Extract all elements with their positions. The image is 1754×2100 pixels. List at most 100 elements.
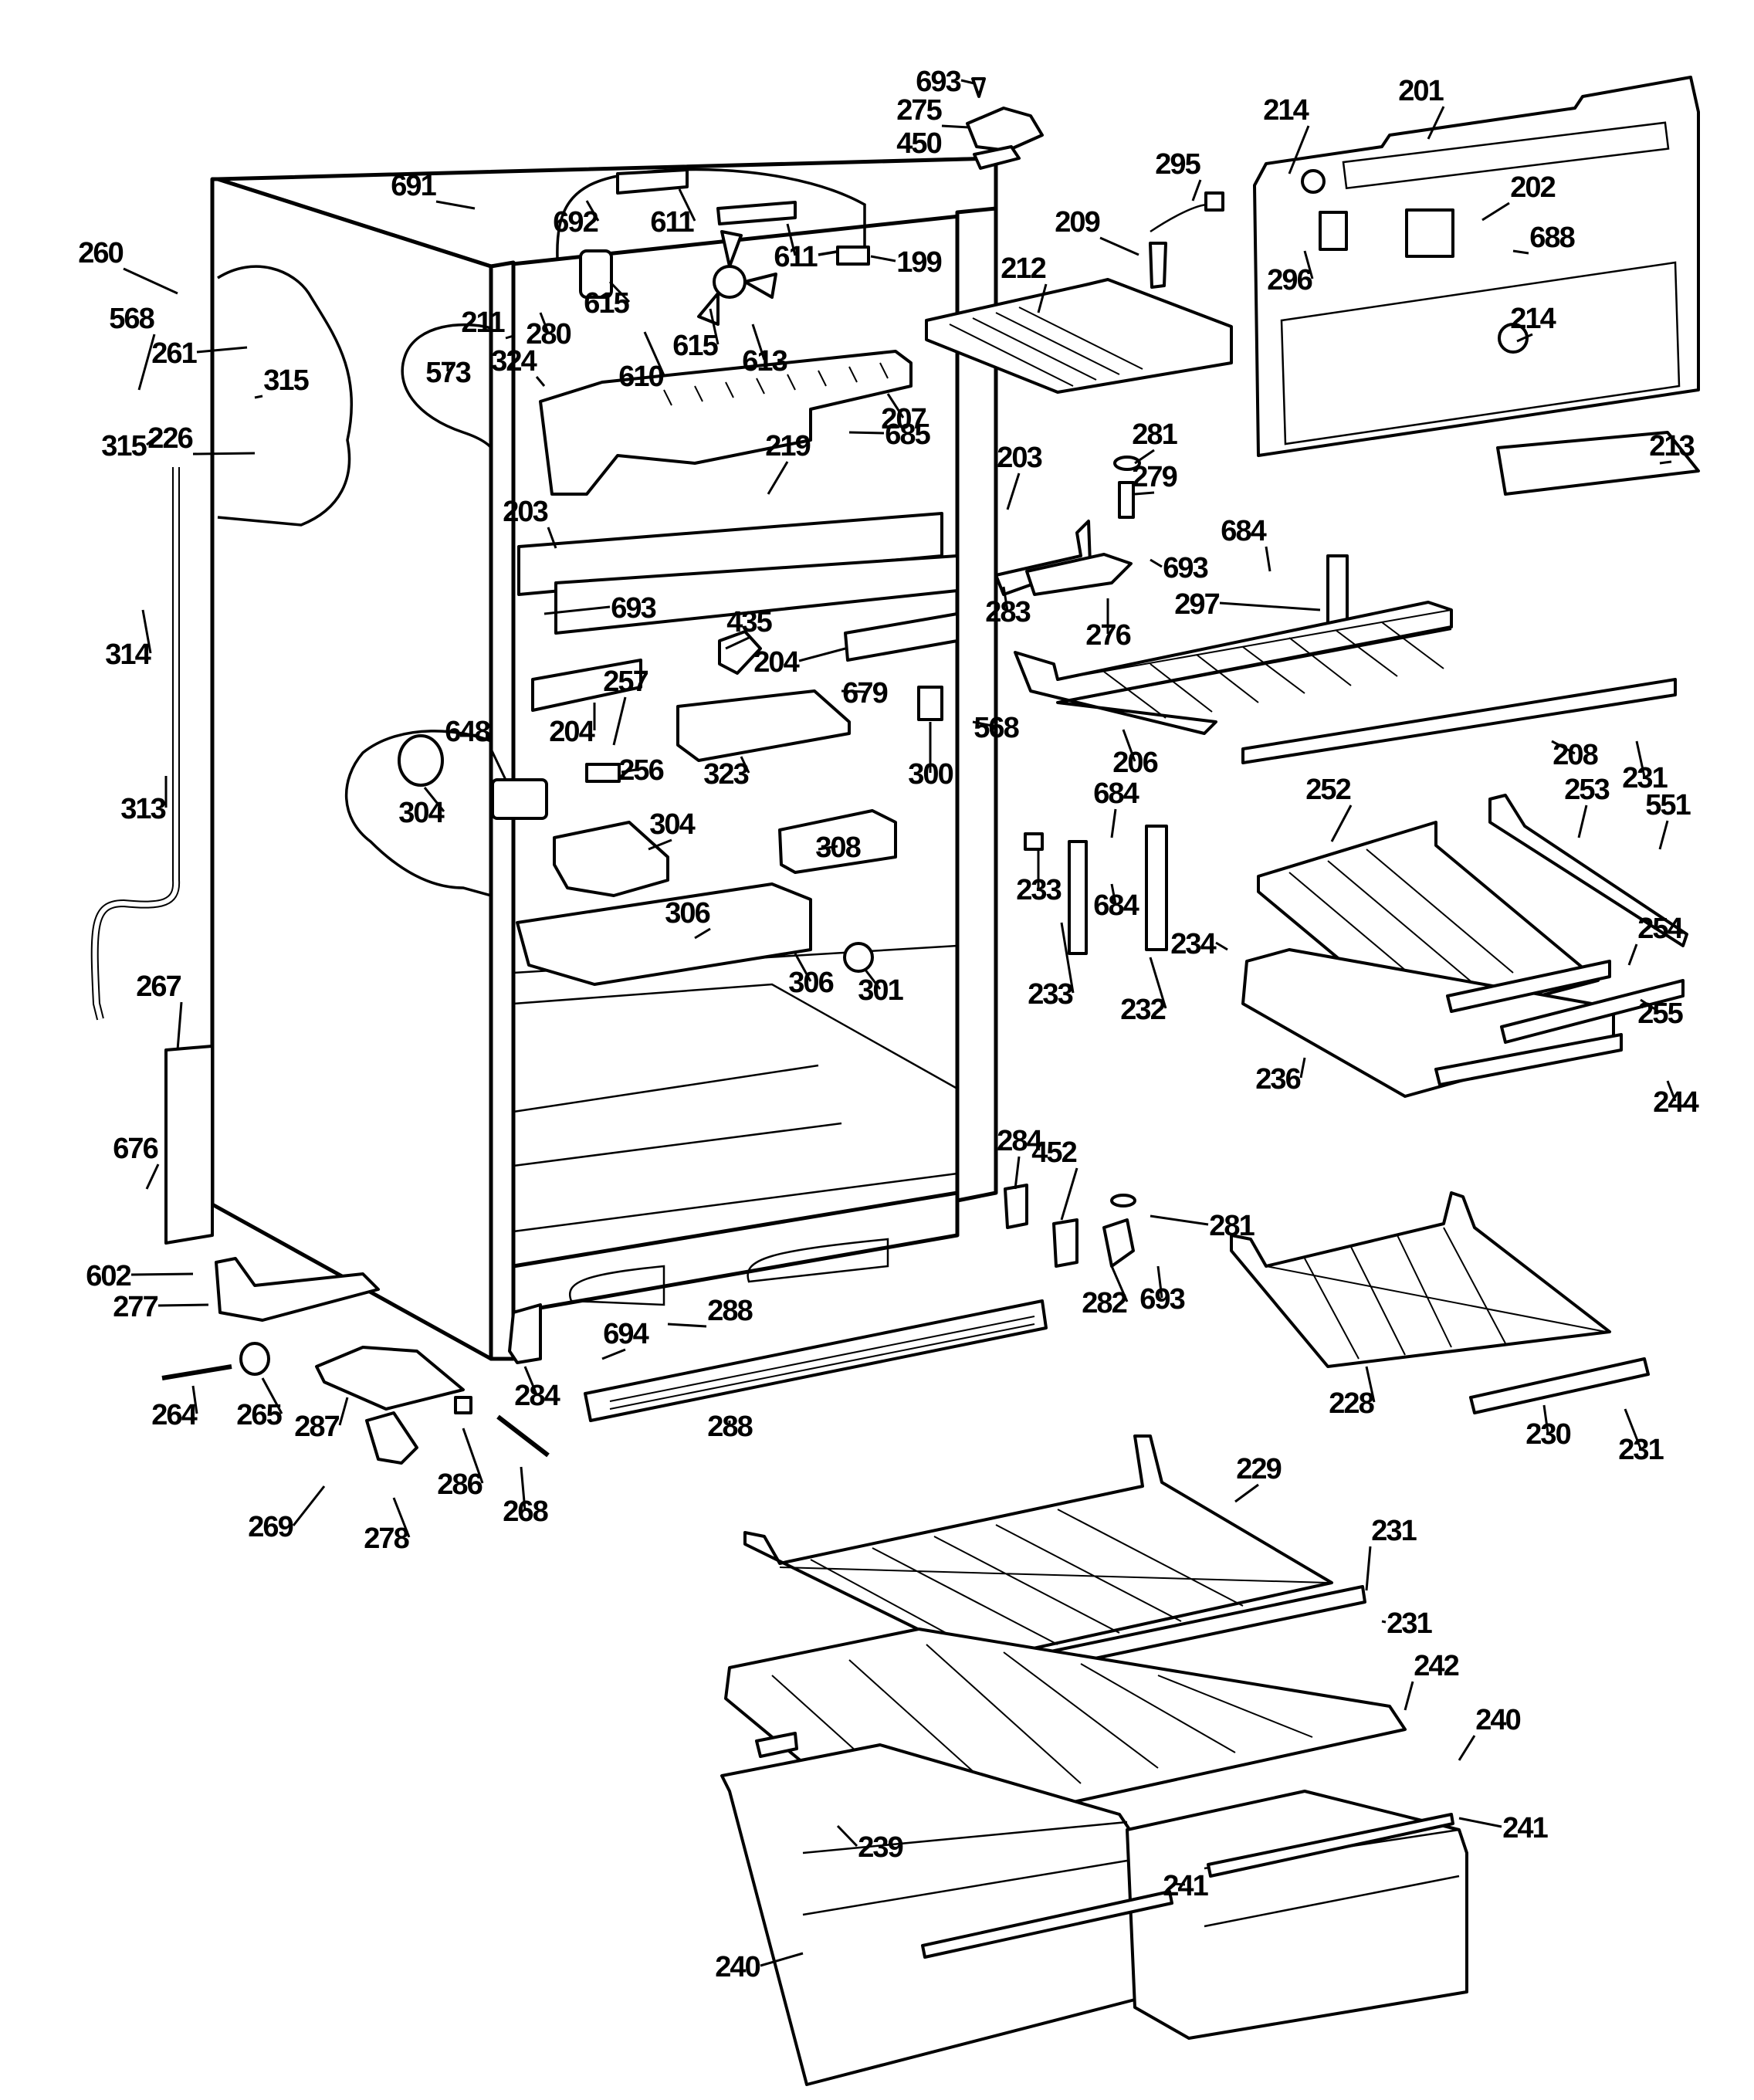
callout-drain-trough: 226: [147, 422, 256, 456]
callout-screw-center-hinge: 693: [1150, 552, 1210, 584]
part-number-label: 551: [1645, 789, 1691, 821]
callout-light-switch: 296: [1267, 250, 1314, 296]
part-number-label: 277: [113, 1291, 157, 1323]
part-number-label: 288: [707, 1411, 752, 1443]
part-number-label: 234: [1170, 928, 1216, 960]
cutout-outline-left: [217, 265, 354, 527]
part-number-label: 240: [715, 1951, 760, 1983]
part-number-label: 602: [86, 1260, 130, 1292]
part-number-label: 323: [703, 758, 748, 791]
leader-line: [523, 1366, 538, 1395]
leader-line: [520, 1466, 527, 1511]
part-number-label: 204: [549, 716, 594, 748]
callout-shelf-support-left: 233: [1028, 922, 1075, 1011]
leader-line: [261, 1377, 283, 1414]
leader-line: [1110, 1265, 1129, 1302]
leader-line: [886, 393, 905, 418]
parts-shapes: [90, 76, 1700, 2086]
part-number-label: 281: [1209, 1210, 1255, 1242]
leader-line: [601, 1348, 626, 1360]
leader-line: [1516, 333, 1533, 343]
leader-line: [608, 280, 631, 303]
callout-screw-shelf-support-top: 684: [1221, 515, 1271, 572]
part-number-label: 255: [1637, 998, 1683, 1030]
part-number-label: 209: [1055, 206, 1099, 239]
part-number-label: 201: [1398, 75, 1444, 107]
callout-screw-small: 573: [425, 357, 472, 389]
leader-line: [1191, 179, 1202, 202]
leader-line: [1014, 1156, 1021, 1190]
part-number-label: 257: [603, 666, 648, 698]
callout-ice-tray: 213: [1649, 430, 1696, 465]
part-number-label: 256: [618, 754, 663, 787]
part-number-label: 230: [1525, 1418, 1570, 1451]
callout-grommet-right: 615: [672, 308, 720, 362]
part-number-label: 219: [765, 430, 810, 462]
leader-line: [1122, 729, 1136, 762]
callout-cover-support: 234: [1170, 928, 1228, 960]
callout-freezer-shelf: 212: [1001, 252, 1048, 313]
leader-line: [1110, 808, 1117, 838]
part-number-label: 203: [503, 496, 547, 528]
callout-air-grille: 202: [1481, 171, 1557, 222]
callout-breaker-strip-right: 203: [997, 442, 1044, 510]
part-number-label: 611: [650, 206, 694, 239]
callout-fan-bracket-left: 611: [650, 188, 696, 239]
callout-hinge-bracket-bottom-left: 284: [514, 1366, 562, 1412]
callout-center-hinge-bracket: 283: [985, 586, 1032, 628]
part-number-label: 265: [236, 1399, 282, 1431]
part-number-label: 313: [120, 793, 165, 825]
callout-freezer-liner-panel: 201: [1398, 75, 1446, 140]
leader-line: [1150, 1214, 1209, 1226]
leader-line: [1150, 558, 1163, 568]
callout-shelf-front-trim: 208: [1551, 739, 1600, 771]
leader-line: [725, 636, 750, 650]
callout-heater-tube: 280: [526, 312, 573, 351]
leader-line: [941, 124, 970, 129]
part-number-label: 308: [815, 832, 860, 864]
callout-crisper-handle-left: 241: [1163, 1870, 1210, 1902]
part-number-label: 452: [1031, 1136, 1076, 1169]
part-number-label: 315: [263, 364, 309, 397]
leader-line: [1551, 740, 1576, 755]
part-number-label: 692: [553, 206, 598, 239]
callout-light-bulb: 211: [461, 307, 514, 340]
callout-rivet-plug: 324: [491, 345, 546, 387]
part-number-label: 231: [1618, 1434, 1664, 1466]
leader-line: [740, 756, 750, 774]
leader-line: [338, 1397, 349, 1426]
callout-evaporator-cover-duct: 207: [881, 393, 928, 435]
part-number-label: 279: [1132, 461, 1177, 493]
part-number-label: 573: [425, 357, 470, 389]
callout-mullion-bracket-right: 204: [753, 646, 846, 679]
leader-line: [1002, 586, 1009, 611]
leader-line: [547, 527, 557, 549]
leader-line: [760, 1952, 804, 1967]
leader-line: [254, 395, 263, 399]
part-number-label: 214: [1510, 303, 1556, 335]
leader-line: [863, 968, 882, 990]
leader-line: [123, 267, 178, 295]
part-number-label: 204: [753, 646, 799, 679]
callout-plug-button-bottom: 214: [1510, 303, 1558, 343]
part-number-label: 286: [437, 1468, 482, 1501]
leader-line: [848, 431, 885, 435]
part-number-label: 568: [974, 712, 1018, 744]
callout-light-switch-control: 256: [618, 754, 665, 787]
leader-line: [818, 845, 838, 851]
callout-drain-gasket: 315: [254, 364, 311, 399]
part-number-label: 613: [742, 345, 787, 378]
leader-line: [543, 605, 611, 615]
leader-line: [423, 787, 445, 812]
part-number-label: 324: [491, 345, 537, 378]
callout-leveling-bolt: 268: [503, 1466, 550, 1528]
callout-screw-timer: 568: [972, 712, 1021, 744]
part-number-label: 610: [618, 361, 663, 393]
leader-line: [1134, 449, 1155, 465]
callout-pan-handle: 244: [1653, 1080, 1701, 1119]
leader-line: [1219, 601, 1321, 611]
leader-line: [1458, 1817, 1502, 1828]
callout-cover-front-trim: 254: [1627, 913, 1685, 966]
callout-nut-plate: 286: [437, 1428, 484, 1501]
